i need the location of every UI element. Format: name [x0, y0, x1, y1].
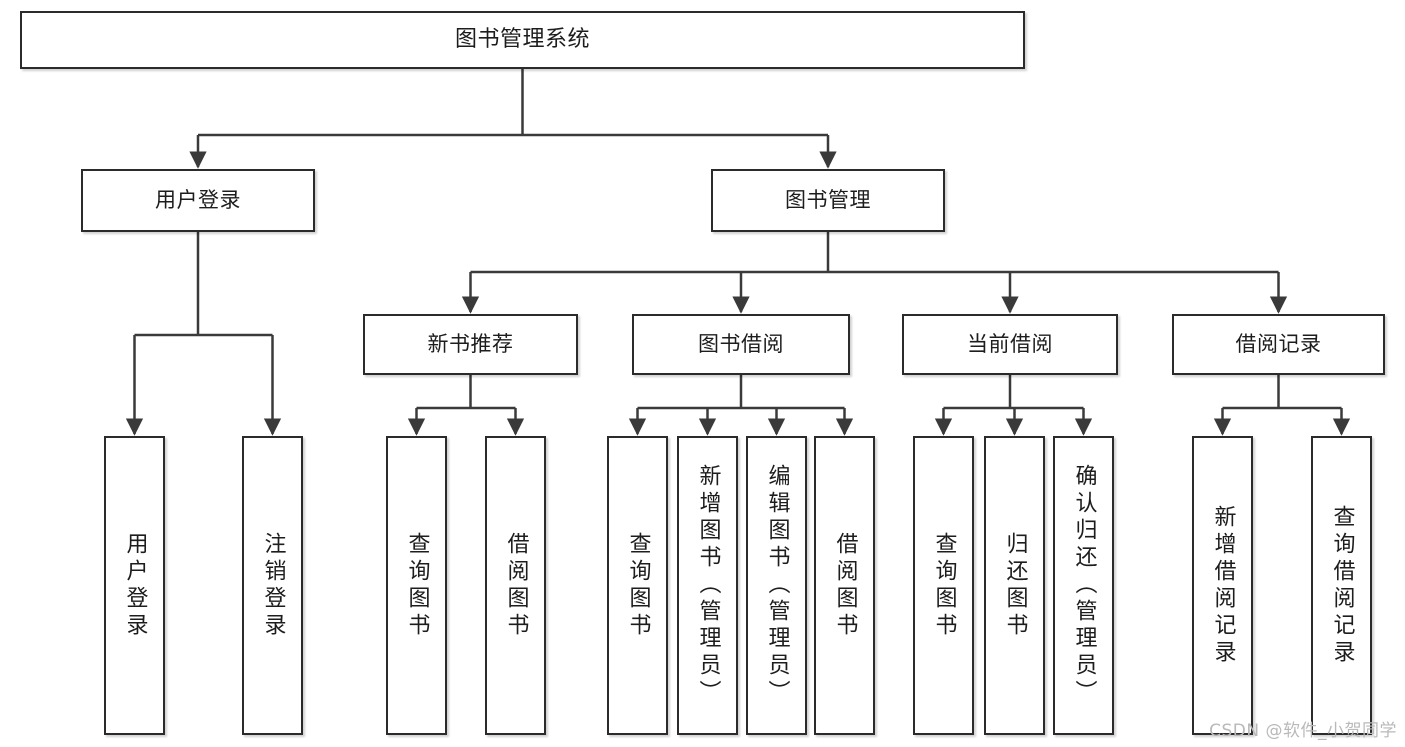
node-leaf-query-book-current[interactable]: 查询图书: [913, 436, 974, 735]
node-label: 用户登录: [155, 188, 241, 213]
node-leaf-confirm-return-admin[interactable]: 确认归还（管理员）: [1053, 436, 1114, 735]
watermark-text: CSDN @软件_小贺同学: [1209, 721, 1397, 741]
node-leaf-borrow-book-new[interactable]: 借阅图书: [485, 436, 546, 735]
node-leaf-edit-book-admin[interactable]: 编辑图书（管理员）: [746, 436, 807, 735]
node-leaf-add-borrow-record[interactable]: 新增借阅记录: [1192, 436, 1253, 735]
node-borrow-record[interactable]: 借阅记录: [1172, 314, 1385, 375]
node-label: 新增借阅记录: [1210, 504, 1236, 667]
node-label: 查询图书: [931, 531, 957, 640]
node-book-borrow[interactable]: 图书借阅: [632, 314, 850, 375]
node-label: 当前借阅: [967, 332, 1053, 357]
node-user-login[interactable]: 用户登录: [81, 169, 315, 232]
node-new-book-recommend[interactable]: 新书推荐: [363, 314, 578, 375]
edge-group: [125, 69, 1351, 436]
node-label: 图书借阅: [698, 332, 784, 357]
node-leaf-query-borrow-record[interactable]: 查询借阅记录: [1311, 436, 1372, 735]
node-leaf-borrow-book[interactable]: 借阅图书: [814, 436, 875, 735]
node-root[interactable]: 图书管理系统: [20, 11, 1025, 69]
node-label: 注销登录: [260, 531, 286, 640]
node-label: 借阅图书: [503, 531, 529, 640]
node-label: 查询图书: [625, 531, 651, 640]
node-label: 确认归还（管理员）: [1071, 464, 1097, 707]
node-label: 新书推荐: [427, 332, 514, 357]
node-leaf-user-login[interactable]: 用户登录: [104, 436, 165, 735]
node-label: 归还图书: [1002, 531, 1028, 640]
node-label: 编辑图书（管理员）: [764, 464, 790, 707]
node-label: 图书管理系统: [454, 27, 590, 53]
node-label: 借阅图书: [832, 531, 858, 640]
node-leaf-user-logout[interactable]: 注销登录: [242, 436, 303, 735]
node-book-management[interactable]: 图书管理: [711, 169, 945, 232]
node-label: 借阅记录: [1235, 332, 1322, 357]
node-leaf-add-book-admin[interactable]: 新增图书（管理员）: [677, 436, 738, 735]
node-label: 用户登录: [122, 531, 148, 640]
node-leaf-query-book-borrow[interactable]: 查询图书: [607, 436, 668, 735]
node-label: 图书管理: [785, 188, 871, 213]
node-leaf-query-book-new[interactable]: 查询图书: [386, 436, 447, 735]
node-label: 查询图书: [404, 531, 430, 640]
node-label: 新增图书（管理员）: [695, 464, 721, 707]
node-label: 查询借阅记录: [1329, 504, 1355, 667]
node-current-borrow[interactable]: 当前借阅: [902, 314, 1118, 375]
node-leaf-return-book[interactable]: 归还图书: [984, 436, 1045, 735]
